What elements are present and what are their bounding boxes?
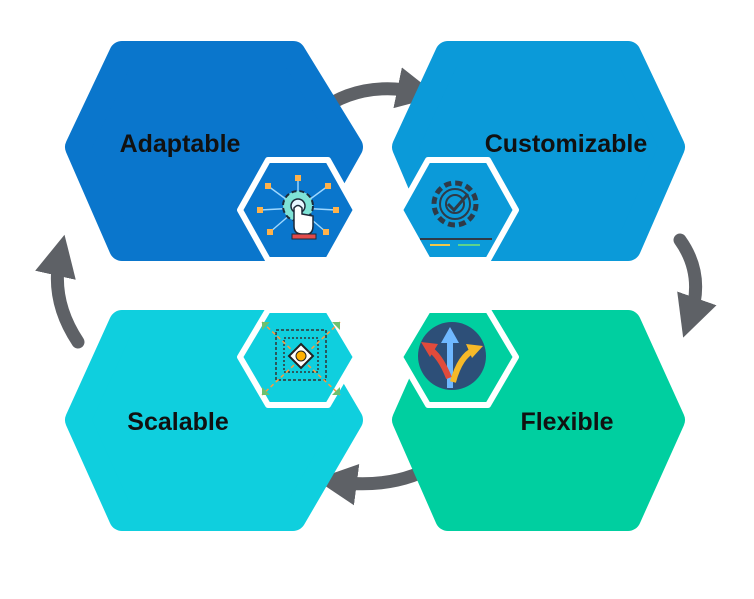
badge-scalable bbox=[237, 307, 359, 408]
badge-flexible bbox=[397, 307, 519, 408]
arrow-scalable-to-adaptable bbox=[35, 234, 85, 349]
arrow-customizable-to-flexible bbox=[673, 233, 717, 338]
touch-gear-network-icon bbox=[257, 175, 339, 240]
node-label-scalable: Scalable bbox=[127, 408, 229, 436]
badge-adaptable bbox=[237, 157, 359, 263]
gear-check-icon bbox=[420, 180, 492, 246]
badge-hexagon-customizable bbox=[397, 157, 519, 263]
node-label-adaptable: Adaptable bbox=[120, 130, 241, 158]
node-label-customizable: Customizable bbox=[485, 130, 648, 158]
badge-customizable bbox=[397, 157, 519, 263]
scale-expand-icon bbox=[261, 321, 341, 396]
node-label-flexible: Flexible bbox=[520, 408, 613, 436]
diverging-arrows-icon bbox=[418, 322, 486, 390]
